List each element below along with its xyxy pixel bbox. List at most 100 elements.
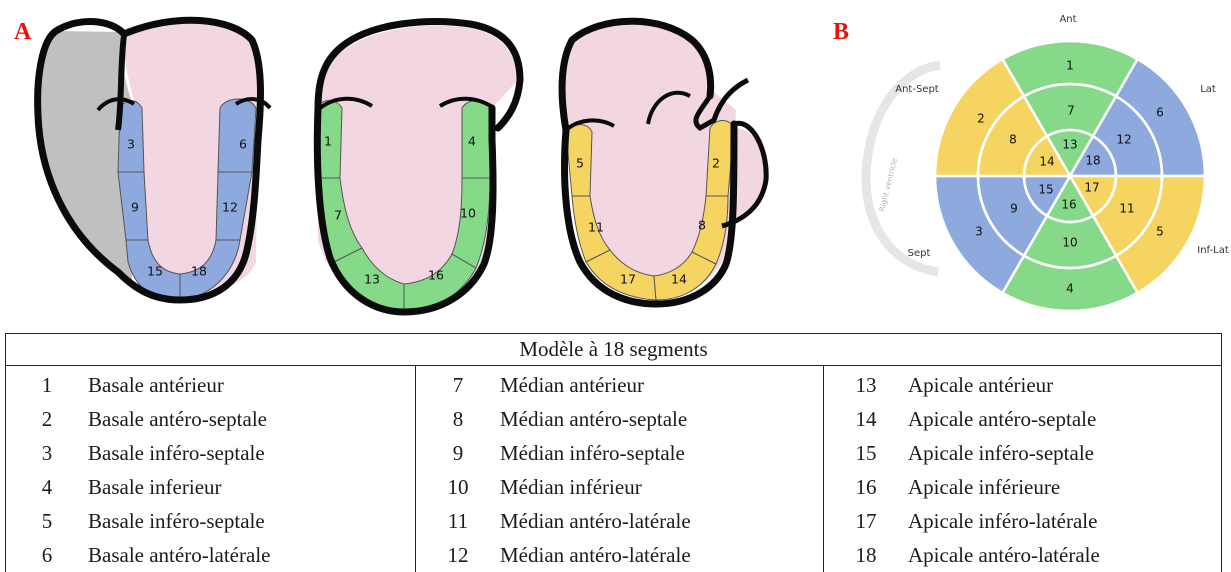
bull-seg-13: 13 xyxy=(1062,138,1077,152)
segment-number: 15 xyxy=(824,441,908,466)
segment-number: 18 xyxy=(824,543,908,568)
segment-name: Basale inféro-septale xyxy=(88,441,265,466)
bullseye-sectors xyxy=(935,41,1205,311)
seg-label: 11 xyxy=(588,220,604,235)
segment-name: Basale antérieur xyxy=(88,373,224,398)
segment-name: Médian antéro-latérale xyxy=(500,509,691,534)
segment-name: Apicale inféro-latérale xyxy=(908,509,1097,534)
segment-number: 1 xyxy=(6,373,88,398)
table-title: Modèle à 18 segments xyxy=(6,334,1221,366)
seg-label: 9 xyxy=(131,200,139,215)
wall-label-ant-sept: Ant-Sept xyxy=(895,84,939,95)
segment-name: Apicale antéro-latérale xyxy=(908,543,1100,568)
segment-name: Basale inféro-septale xyxy=(88,509,265,534)
figure-canvas: 3 9 15 18 12 6 1 7 13 16 10 4 xyxy=(0,0,1231,330)
bull-seg-1: 1 xyxy=(1066,59,1074,73)
seg-label: 8 xyxy=(698,218,706,233)
segment-name: Médian antéro-latérale xyxy=(500,543,691,568)
segment-name: Basale antéro-septale xyxy=(88,407,267,432)
bull-seg-11: 11 xyxy=(1119,202,1134,216)
bull-seg-7: 7 xyxy=(1067,104,1075,118)
table-row: 1Basale antérieur xyxy=(6,368,415,402)
segment-name: Apicale antérieur xyxy=(908,373,1053,398)
segment-number: 9 xyxy=(416,441,500,466)
bull-seg-6: 6 xyxy=(1156,106,1164,120)
heart-three-chamber: 5 11 17 14 8 2 xyxy=(562,21,766,304)
bull-seg-10: 10 xyxy=(1062,236,1077,250)
segment-name: Médian antérieur xyxy=(500,373,644,398)
seg-label: 15 xyxy=(147,264,163,279)
bull-seg-5: 5 xyxy=(1156,225,1164,239)
segment-name: Apicale inféro-septale xyxy=(908,441,1094,466)
wall-label-sept: Sept xyxy=(908,248,931,259)
segment-number: 11 xyxy=(416,509,500,534)
table-body: 1Basale antérieur 2Basale antéro-septale… xyxy=(6,366,1221,572)
segment-number: 16 xyxy=(824,475,908,500)
bull-seg-12: 12 xyxy=(1116,133,1131,147)
bull-seg-2: 2 xyxy=(977,112,985,126)
segment-number: 14 xyxy=(824,407,908,432)
segment-number: 13 xyxy=(824,373,908,398)
segment-number: 3 xyxy=(6,441,88,466)
seg-label: 16 xyxy=(428,268,444,283)
table-row: 16Apicale inférieure xyxy=(824,470,1220,504)
segment-shape-6 xyxy=(218,99,256,172)
seg-label: 17 xyxy=(620,272,636,287)
seg-label: 14 xyxy=(671,272,687,287)
heart-two-chamber: 1 7 13 16 10 4 xyxy=(316,22,520,312)
bull-seg-16: 16 xyxy=(1061,198,1076,212)
seg-label: 3 xyxy=(127,137,135,152)
bull-seg-4: 4 xyxy=(1066,282,1074,296)
bull-seg-3: 3 xyxy=(975,225,983,239)
bull-seg-14: 14 xyxy=(1039,155,1054,169)
segment-name: Médian inférieur xyxy=(500,475,642,500)
seg-label: 1 xyxy=(324,134,332,149)
seg-label: 13 xyxy=(364,272,380,287)
segment-name: Apicale antéro-septale xyxy=(908,407,1096,432)
bull-seg-8: 8 xyxy=(1009,133,1017,147)
seg-label: 2 xyxy=(712,156,720,171)
segment-number: 6 xyxy=(6,543,88,568)
segment-name: Basale antéro-latérale xyxy=(88,543,270,568)
seg-label: 4 xyxy=(468,134,476,149)
right-ventricle-label: Right ventricle xyxy=(877,157,899,213)
seg-label: 6 xyxy=(239,137,247,152)
wall-label-lat: Lat xyxy=(1200,84,1216,95)
segment-name: Médian antéro-septale xyxy=(500,407,687,432)
segment-number: 12 xyxy=(416,543,500,568)
table-row: 13Apicale antérieur xyxy=(824,368,1220,402)
seg-label: 18 xyxy=(191,264,207,279)
segment-number: 10 xyxy=(416,475,500,500)
segment-name: Médian inféro-septale xyxy=(500,441,685,466)
table-row: 12Médian antéro-latérale xyxy=(416,538,823,572)
bullseye-diagram: Right ventricle 1 6 5 4 3 2 7 12 11 10 9… xyxy=(866,14,1229,311)
bull-seg-15: 15 xyxy=(1038,183,1053,197)
segment-number: 2 xyxy=(6,407,88,432)
wall-label-inf-lat: Inf-Lat xyxy=(1197,245,1229,256)
segment-number: 7 xyxy=(416,373,500,398)
seg-label: 10 xyxy=(460,206,476,221)
bull-seg-18: 18 xyxy=(1085,154,1100,168)
segment-shape-4 xyxy=(462,101,490,179)
segment-number: 17 xyxy=(824,509,908,534)
segment-number: 4 xyxy=(6,475,88,500)
segment-name: Apicale inférieure xyxy=(908,475,1060,500)
segment-number: 5 xyxy=(6,509,88,534)
seg-label: 7 xyxy=(334,208,342,223)
